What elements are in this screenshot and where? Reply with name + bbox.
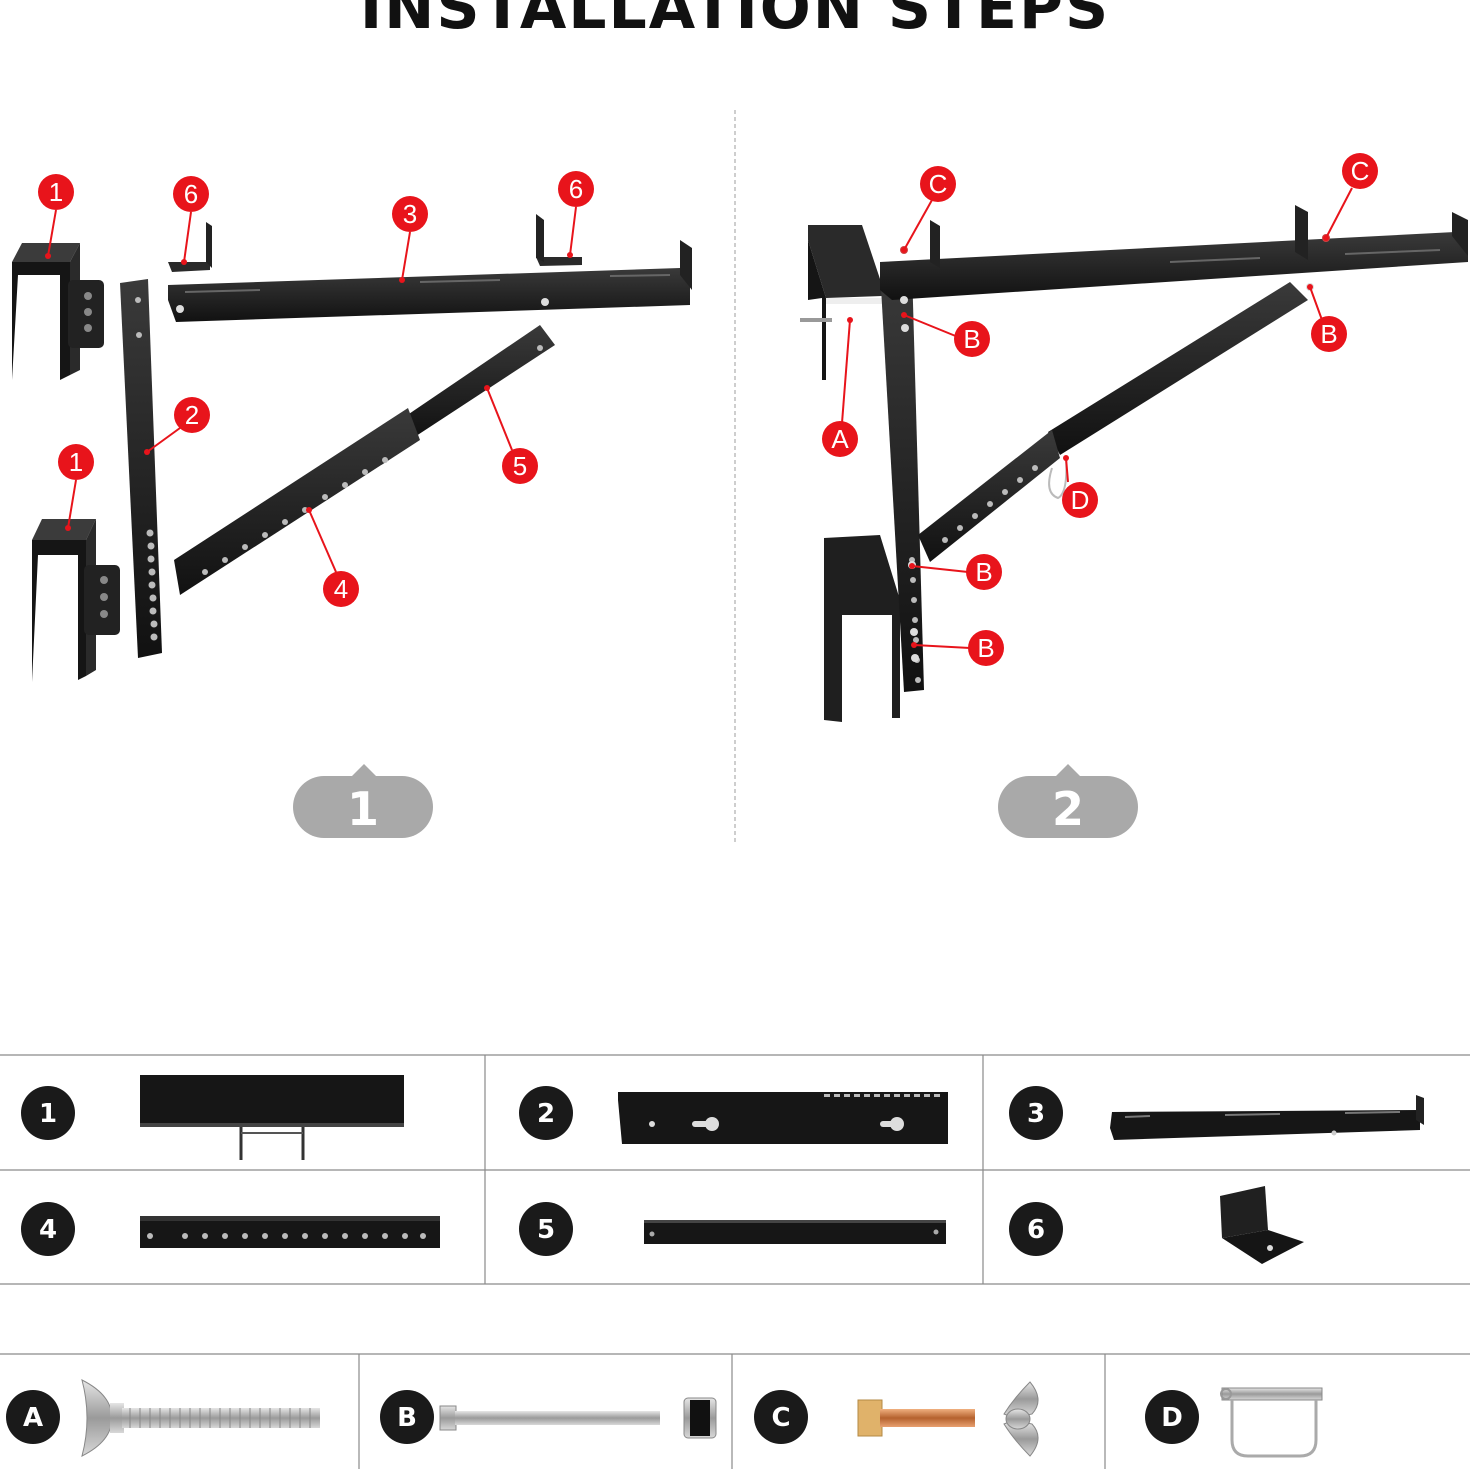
mount-bracket-top-illustration [12, 243, 104, 380]
callout-marker: B [966, 554, 1002, 590]
callout-marker: D [1062, 482, 1098, 518]
svg-text:2: 2 [1052, 782, 1084, 836]
hardware-letter-badge: B [380, 1390, 434, 1444]
parts-table-grid [0, 1054, 1470, 1285]
svg-text:B: B [963, 324, 980, 354]
part-number-badge: 3 [1009, 1086, 1063, 1140]
svg-text:B: B [975, 557, 992, 587]
svg-text:6: 6 [1027, 1215, 1045, 1245]
svg-text:3: 3 [403, 199, 417, 229]
callout-marker: B [1311, 316, 1347, 352]
svg-text:2: 2 [537, 1099, 555, 1129]
svg-text:4: 4 [39, 1215, 57, 1245]
callout-marker: 6 [173, 176, 209, 212]
part-1-mount-illustration [140, 1075, 404, 1160]
callout-marker: 1 [58, 444, 94, 480]
part-2-vertical-arm-illustration [618, 1092, 948, 1144]
hardware-letter-badge: A [6, 1390, 60, 1444]
svg-text:1: 1 [49, 177, 63, 207]
callout-marker: B [968, 630, 1004, 666]
svg-text:B: B [977, 633, 994, 663]
callout-marker: C [920, 166, 956, 202]
part-3-top-rail-illustration [1110, 1095, 1424, 1140]
step-badge-1: 1 [293, 764, 433, 838]
callout-marker: 4 [323, 571, 359, 607]
hardware-c-copper-bolt-illustration [857, 1381, 1039, 1457]
callout-marker: 1 [38, 174, 74, 210]
top-rail-illustration [168, 240, 692, 322]
svg-text:C: C [929, 169, 948, 199]
hardware-d-linch-pin-illustration [1220, 1387, 1323, 1458]
vertical-arm-illustration [120, 279, 162, 658]
svg-text:1: 1 [347, 782, 379, 836]
clip-left-illustration [168, 222, 212, 272]
hardware-a-wing-bolt-illustration [81, 1379, 320, 1457]
part-6-clip-illustration [1220, 1186, 1304, 1264]
callout-marker: 2 [174, 397, 210, 433]
callout-marker: 6 [558, 171, 594, 207]
part-number-badge: 4 [21, 1202, 75, 1256]
svg-text:6: 6 [569, 174, 583, 204]
part-number-badge: 6 [1009, 1202, 1063, 1256]
step-badge-2: 2 [998, 764, 1138, 838]
svg-text:A: A [831, 424, 849, 454]
part-5-tube-illustration [644, 1220, 946, 1244]
part-number-badge: 1 [21, 1086, 75, 1140]
callout-marker: 3 [392, 196, 428, 232]
hardware-letter-badge: C [754, 1390, 808, 1444]
svg-text:4: 4 [334, 574, 348, 604]
svg-text:C: C [771, 1403, 790, 1433]
svg-text:B: B [1320, 319, 1337, 349]
callout-marker: 5 [502, 448, 538, 484]
svg-text:1: 1 [39, 1099, 57, 1129]
hardware-table-grid [0, 1353, 1470, 1469]
callout-marker: B [954, 321, 990, 357]
svg-text:A: A [23, 1403, 43, 1433]
svg-text:5: 5 [513, 451, 527, 481]
step2-assembled-view [800, 205, 1468, 722]
svg-text:6: 6 [184, 179, 198, 209]
step1-callouts [47, 206, 577, 573]
step2-callout-dots [847, 235, 1329, 648]
svg-text:5: 5 [537, 1215, 555, 1245]
diagonal-brace-illustration [174, 325, 555, 595]
step1-exploded-view [12, 214, 692, 682]
step2-callouts [841, 187, 1353, 649]
part-number-badge: 2 [519, 1086, 573, 1140]
callout-marker: C [1342, 153, 1378, 189]
svg-text:3: 3 [1027, 1099, 1045, 1129]
svg-text:D: D [1161, 1403, 1183, 1433]
svg-text:2: 2 [185, 400, 199, 430]
hardware-letter-badge: D [1145, 1390, 1199, 1444]
svg-text:D: D [1071, 485, 1090, 515]
svg-text:C: C [1351, 156, 1370, 186]
part-4-perforated-tube-illustration [140, 1216, 440, 1248]
clip-right-illustration [536, 214, 582, 266]
callout-marker: A [822, 421, 858, 457]
svg-text:1: 1 [69, 447, 83, 477]
hardware-b-bolt-nut-illustration [439, 1397, 717, 1439]
page-title: INSTALLATION STEPS [359, 0, 1111, 43]
svg-text:B: B [397, 1403, 417, 1433]
step1-callout-dots [45, 252, 573, 531]
mount-bracket-bottom-illustration [32, 519, 120, 682]
part-number-badge: 5 [519, 1202, 573, 1256]
